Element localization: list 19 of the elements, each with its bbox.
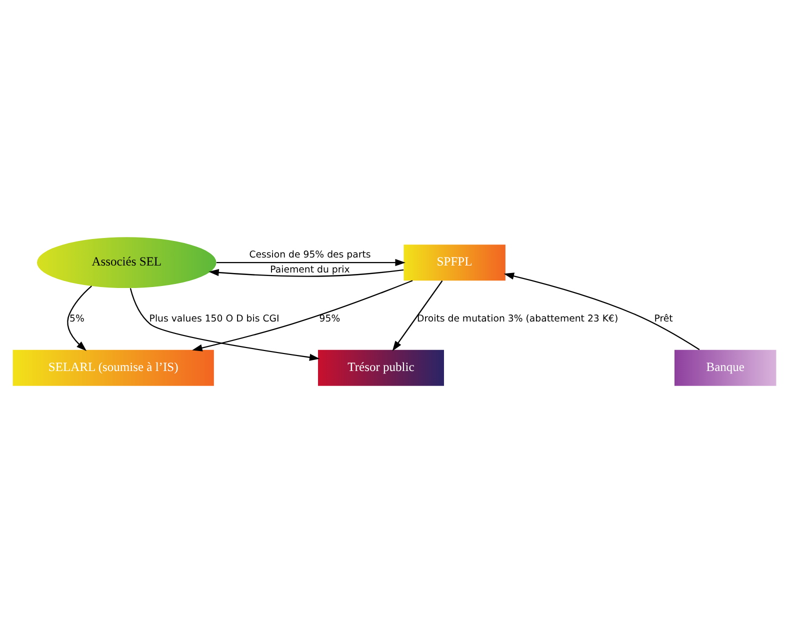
node-box: SPFPL — [404, 244, 506, 281]
edge-label: Droits de mutation 3% (abattement 23 K€) — [417, 313, 618, 324]
arrow — [208, 268, 404, 277]
edge-label: Cession de 95% des parts — [249, 250, 371, 261]
node-box: SELARL (soumise à l’IS) — [12, 350, 214, 386]
arrow — [67, 286, 92, 351]
edge-label: 5% — [70, 313, 84, 324]
node-box: Banque — [674, 350, 776, 386]
edge-label: Paiement du prix — [270, 264, 350, 276]
node-ellipse: Associés SEL — [36, 237, 216, 288]
arrow — [504, 272, 700, 350]
edge-label: 95% — [319, 313, 340, 324]
edge-label: Prêt — [654, 313, 673, 324]
edge-label: Plus values 150 O D bis CGI — [149, 313, 280, 324]
arrow — [130, 288, 320, 361]
node-box: Trésor public — [318, 350, 444, 386]
arrow — [392, 280, 443, 352]
arrow — [216, 259, 406, 266]
arrow — [192, 280, 413, 352]
